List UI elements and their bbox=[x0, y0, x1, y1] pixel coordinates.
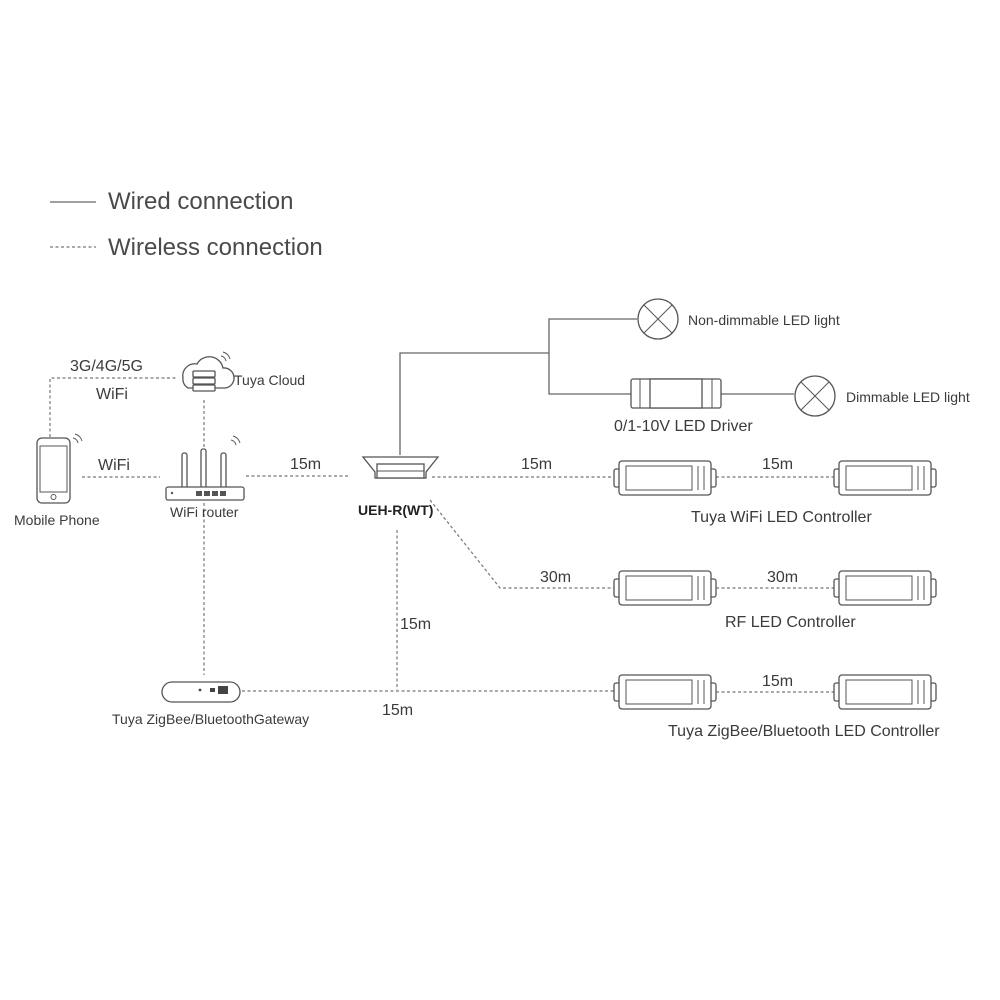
network-wifi-label: WiFi bbox=[96, 386, 128, 403]
wifi-controller-icon-1 bbox=[613, 460, 717, 496]
wired-to-driver bbox=[548, 353, 631, 395]
non-dimmable-lamp-icon bbox=[637, 298, 679, 340]
mobile-phone-icon bbox=[36, 433, 83, 504]
wifi-router-icon bbox=[165, 435, 245, 501]
hub-rf-controller-link bbox=[429, 499, 614, 589]
wifi-controller-icon-2 bbox=[833, 460, 937, 496]
zigbee-controller-icon-2 bbox=[833, 674, 937, 710]
cloud-server-icon bbox=[182, 351, 235, 392]
wired-to-non-dimmable bbox=[548, 318, 637, 353]
legend-wired-label: Wired connection bbox=[108, 188, 294, 215]
distance-zigbee-ctrl-pair: 15m bbox=[762, 673, 794, 690]
gateway-label: Tuya ZigBee/BluetoothGateway bbox=[112, 711, 310, 727]
hub-label: UEH-R(WT) bbox=[358, 502, 434, 518]
zigbee-controller-label: Tuya ZigBee/Bluetooth LED Controller bbox=[668, 723, 940, 740]
distance-hub-wifi-ctrl: 15m bbox=[521, 456, 553, 473]
phone-cloud-link bbox=[49, 377, 178, 437]
mobile-phone-label: Mobile Phone bbox=[14, 512, 100, 528]
rf-controller-label: RF LED Controller bbox=[725, 614, 856, 631]
distance-hub-rf-ctrl: 30m bbox=[540, 569, 572, 586]
gateway-icon bbox=[161, 681, 241, 703]
driver-label: 0/1-10V LED Driver bbox=[614, 418, 753, 435]
rf-controller-icon-1 bbox=[613, 570, 717, 606]
wifi-router-label: WiFi router bbox=[170, 504, 239, 520]
legend-wireless-label: Wireless connection bbox=[108, 234, 323, 261]
network-label: 3G/4G/5G bbox=[70, 358, 143, 375]
wifi-controller-label: Tuya WiFi LED Controller bbox=[691, 509, 872, 526]
zigbee-controller-icon-1 bbox=[613, 674, 717, 710]
distance-gateway-line: 15m bbox=[382, 702, 414, 719]
non-dimmable-label: Non-dimmable LED light bbox=[688, 312, 840, 328]
dimmable-lamp-icon bbox=[794, 375, 836, 417]
hub-wired-output bbox=[399, 352, 549, 455]
tuya-cloud-label: Tuya Cloud bbox=[234, 372, 306, 388]
distance-wifi-ctrl-pair: 15m bbox=[762, 456, 794, 473]
led-driver-icon bbox=[630, 378, 722, 409]
distance-rf-ctrl-pair: 30m bbox=[767, 569, 799, 586]
distance-hub-gateway-vertical: 15m bbox=[400, 616, 432, 633]
hub-module-icon bbox=[361, 456, 440, 479]
rf-controller-icon-2 bbox=[833, 570, 937, 606]
phone-wifi-label: WiFi bbox=[98, 457, 130, 474]
dimmable-label: Dimmable LED light bbox=[846, 389, 970, 405]
distance-router-hub: 15m bbox=[290, 456, 322, 473]
